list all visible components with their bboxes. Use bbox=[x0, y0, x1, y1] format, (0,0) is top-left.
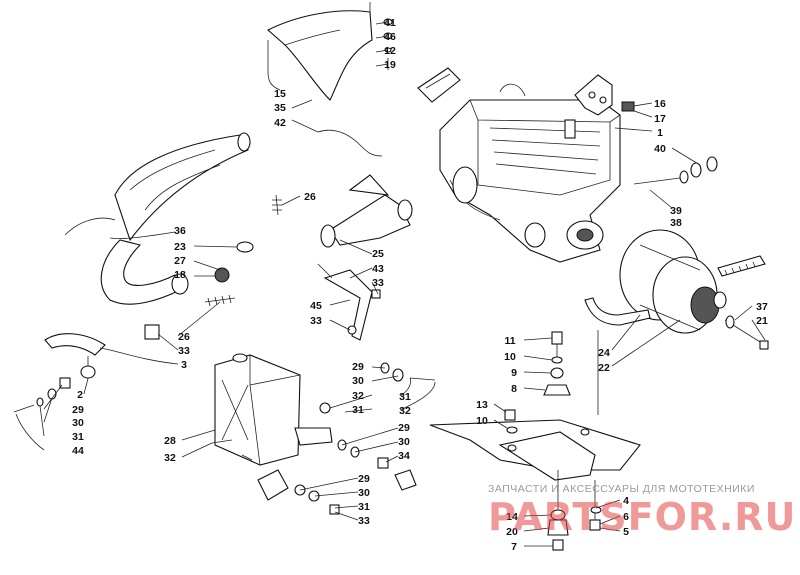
callout-c28: 28 bbox=[164, 435, 176, 447]
callout-c29c: 29 bbox=[398, 422, 410, 434]
callout-c25: 25 bbox=[372, 248, 384, 260]
callout-c26a: 26 bbox=[304, 191, 316, 203]
heat-shield bbox=[267, 2, 373, 101]
callout-c14: 14 bbox=[506, 511, 518, 523]
callout-c46: 46 bbox=[384, 31, 396, 43]
callout-c17: 17 bbox=[654, 113, 666, 125]
callout-c13: 13 bbox=[476, 399, 488, 411]
stud-bolt bbox=[633, 156, 718, 185]
bracket-top-right bbox=[574, 74, 635, 116]
callout-c37: 37 bbox=[756, 301, 768, 313]
callout-c30d: 30 bbox=[358, 487, 370, 499]
callout-c31d: 31 bbox=[358, 501, 370, 513]
clutch-bolt bbox=[724, 315, 769, 350]
callout-c7: 7 bbox=[511, 541, 517, 553]
mount-stack-right bbox=[543, 331, 571, 396]
callout-c9: 9 bbox=[511, 367, 517, 379]
callout-c31b: 31 bbox=[399, 391, 411, 403]
nut-13 bbox=[504, 409, 518, 434]
callout-c38: 38 bbox=[670, 217, 682, 229]
callout-c30a: 30 bbox=[352, 375, 364, 387]
engine-block bbox=[439, 83, 621, 263]
callout-c34: 34 bbox=[398, 450, 410, 462]
y-pipe bbox=[320, 174, 413, 248]
drive-clutch bbox=[619, 229, 727, 334]
callout-c12: 12 bbox=[384, 45, 396, 57]
callout-c10b: 10 bbox=[476, 415, 488, 427]
callout-c33d: 33 bbox=[358, 515, 370, 527]
callout-c29a: 29 bbox=[352, 361, 364, 373]
muffler-can bbox=[214, 353, 333, 501]
bolt-stack-44 bbox=[13, 377, 71, 413]
callout-c32a: 32 bbox=[352, 390, 364, 402]
callout-c32c: 32 bbox=[164, 452, 176, 464]
callout-c5: 5 bbox=[623, 526, 629, 538]
callout-labels: 4146121915354216171403938263623271825433… bbox=[72, 17, 768, 553]
spring-26-lower bbox=[204, 294, 236, 307]
callout-c3: 3 bbox=[181, 359, 187, 371]
callout-c20: 20 bbox=[506, 526, 518, 538]
callout-c33b: 33 bbox=[310, 315, 322, 327]
callout-c45: 45 bbox=[310, 300, 322, 312]
engine-mount-rod bbox=[317, 263, 381, 341]
watermark: ЗАПЧАСТИ И АКСЕССУАРЫ ДЛЯ МОТОТЕХНИКИ PA… bbox=[488, 483, 796, 539]
callout-c32b: 32 bbox=[399, 405, 411, 417]
callout-c33a: 33 bbox=[372, 277, 384, 289]
callout-c41: 41 bbox=[384, 17, 396, 29]
watermark-tagline: ЗАПЧАСТИ И АКСЕССУАРЫ ДЛЯ МОТОТЕХНИКИ bbox=[488, 483, 755, 495]
mount-bracket bbox=[44, 324, 160, 379]
callout-c6: 6 bbox=[623, 511, 629, 523]
callout-c30b: 30 bbox=[72, 417, 84, 429]
callout-c44: 44 bbox=[72, 445, 84, 457]
callout-c29b: 29 bbox=[72, 404, 84, 416]
spring-26-upper bbox=[272, 194, 282, 216]
callout-c4: 4 bbox=[623, 495, 629, 507]
lower-mount-stack bbox=[547, 470, 602, 551]
gasket-23 bbox=[236, 241, 254, 253]
callout-c39: 39 bbox=[670, 205, 682, 217]
callout-c26b: 26 bbox=[178, 331, 190, 343]
callout-c40: 40 bbox=[654, 143, 666, 155]
callout-c43: 43 bbox=[372, 263, 384, 275]
callout-c33c: 33 bbox=[178, 345, 190, 357]
callout-c19: 19 bbox=[384, 59, 396, 71]
callout-c18: 18 bbox=[174, 269, 186, 281]
callout-c16: 16 bbox=[654, 98, 666, 110]
callout-c8: 8 bbox=[511, 383, 517, 395]
callout-c35: 35 bbox=[274, 102, 286, 114]
expansion-chamber bbox=[64, 132, 251, 305]
callout-c36: 36 bbox=[174, 225, 186, 237]
callout-c27: 27 bbox=[174, 255, 186, 267]
callout-c21: 21 bbox=[756, 315, 768, 327]
callout-c23: 23 bbox=[174, 241, 186, 253]
intake-part bbox=[417, 67, 461, 103]
callout-c42: 42 bbox=[274, 117, 286, 129]
callout-c31a: 31 bbox=[352, 404, 364, 416]
callout-c10a: 10 bbox=[504, 351, 516, 363]
callout-c29d: 29 bbox=[358, 473, 370, 485]
callout-c30c: 30 bbox=[398, 436, 410, 448]
drive-belt bbox=[584, 255, 766, 326]
callout-c11: 11 bbox=[504, 335, 515, 347]
callout-c15: 15 bbox=[274, 88, 286, 100]
callout-c22: 22 bbox=[598, 362, 610, 374]
watermark-brand: PARTSFOR.RU bbox=[488, 495, 796, 539]
callout-c31c: 31 bbox=[72, 431, 84, 443]
gasket-18 bbox=[214, 267, 230, 283]
callout-c24: 24 bbox=[598, 347, 610, 359]
leader-lines bbox=[15, 21, 766, 547]
spring-wire bbox=[317, 129, 383, 157]
callout-c1: 1 bbox=[657, 127, 663, 139]
engine-plate bbox=[429, 419, 641, 481]
callout-c2: 2 bbox=[77, 389, 83, 401]
